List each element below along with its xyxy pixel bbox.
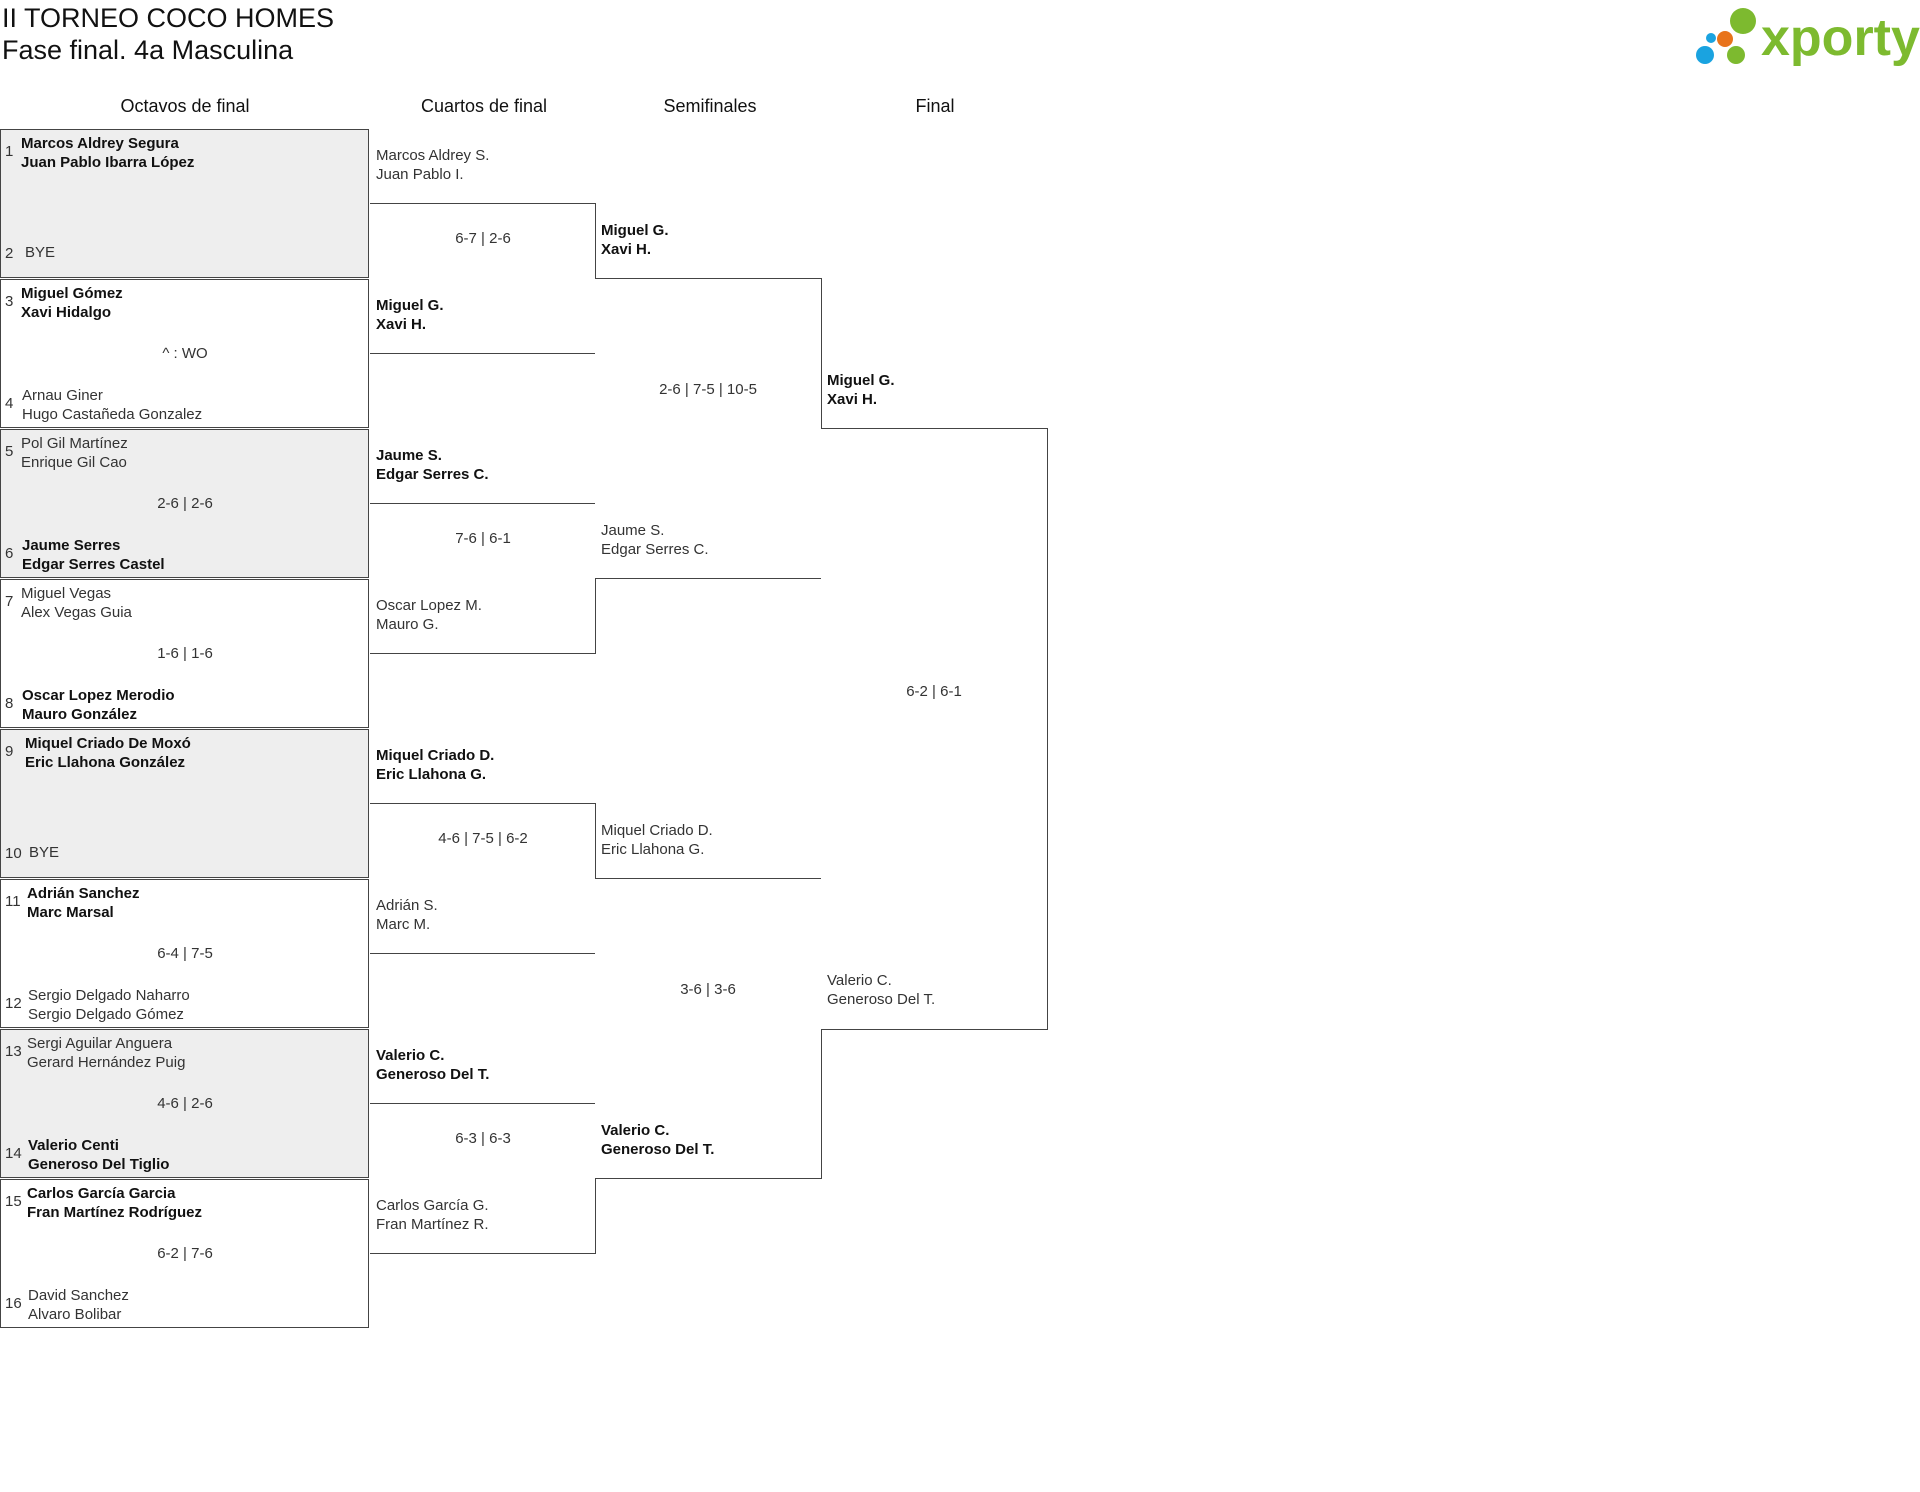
- match-score: 4-6 | 2-6: [157, 1095, 213, 1112]
- round-header-final: Final: [915, 96, 955, 116]
- cuartos-match-box: [370, 503, 596, 654]
- seed-number: 13: [5, 1043, 22, 1060]
- round-header-octavos: Octavos de final: [120, 96, 250, 116]
- match-score: 2-6 | 2-6: [157, 495, 213, 512]
- match-score: ^ : WO: [162, 345, 208, 362]
- octavos-match-box: [0, 879, 369, 1028]
- match-score: 7-6 | 6-1: [455, 530, 511, 547]
- seed-number: 1: [5, 143, 14, 160]
- team-pair: Jaume S. Edgar Serres C.: [601, 522, 709, 558]
- tournament-title: II TORNEO COCO HOMES: [2, 3, 335, 33]
- seed-number: 10: [5, 845, 22, 862]
- team-pair: Valerio C. Generoso Del T.: [376, 1047, 490, 1083]
- team-pair: Marcos Aldrey S. Juan Pablo I.: [376, 147, 490, 183]
- semis-match-box: [595, 278, 822, 579]
- cuartos-match-box: [370, 803, 596, 954]
- team-pair: Valerio C. Generoso Del T.: [601, 1122, 715, 1158]
- final-match-box: [821, 428, 1048, 1030]
- seed-number: 3: [5, 293, 14, 310]
- seed-number: 5: [5, 443, 14, 460]
- tournament-subtitle: Fase final. 4a Masculina: [2, 35, 294, 65]
- team-pair: Adrián Sanchez Marc Marsal: [27, 885, 140, 921]
- team-pair: Miguel G. Xavi H.: [376, 297, 444, 333]
- seed-number: 16: [5, 1295, 22, 1312]
- cuartos-match-box: [370, 203, 596, 354]
- seed-number: 11: [5, 893, 21, 910]
- svg-text:xporty: xporty: [1761, 9, 1920, 67]
- semis-match-box: [595, 878, 822, 1179]
- team-pair: Carlos García Garcia Fran Martínez Rodrí…: [27, 1185, 203, 1221]
- team-pair: Oscar Lopez M. Mauro G.: [376, 597, 482, 633]
- team-pair: Miguel Gómez Xavi Hidalgo: [21, 285, 123, 321]
- match-score: 6-4 | 7-5: [157, 945, 213, 962]
- team-pair: Jaume S. Edgar Serres C.: [376, 447, 489, 483]
- octavos-match-box: [0, 279, 369, 428]
- round-header-cuartos: Cuartos de final: [420, 96, 548, 116]
- seed-number: 6: [5, 545, 14, 562]
- seed-number: 8: [5, 695, 14, 712]
- match-score: 6-3 | 6-3: [455, 1130, 511, 1147]
- match-score: 1-6 | 1-6: [157, 645, 213, 662]
- match-score: 2-6 | 7-5 | 10-5: [659, 381, 757, 398]
- cuartos-match-box: [370, 1103, 596, 1254]
- octavos-match-box: [0, 579, 369, 728]
- octavos-match-box: [0, 1029, 369, 1178]
- seed-number: 2: [5, 245, 14, 262]
- match-score: 3-6 | 3-6: [680, 981, 736, 998]
- team-pair: Carlos García G. Fran Martínez R.: [376, 1197, 489, 1233]
- team-pair: Miguel Vegas Alex Vegas Guia: [21, 585, 132, 621]
- team-pair: Adrián S. Marc M.: [376, 897, 438, 933]
- octavos-match-box: [0, 429, 369, 578]
- seed-number: 9: [5, 743, 14, 760]
- team-pair: Sergi Aguilar Anguera Gerard Hernández P…: [27, 1035, 186, 1071]
- team-pair: Valerio C. Generoso Del T.: [827, 972, 936, 1008]
- bye-label: BYE: [25, 244, 56, 261]
- team-pair: Sergio Delgado Naharro Sergio Delgado Gó…: [28, 987, 190, 1023]
- octavos-match-box: [0, 729, 369, 878]
- seed-number: 7: [5, 593, 14, 610]
- bye-label: BYE: [29, 844, 60, 861]
- team-pair: Miquel Criado De Moxó Eric Llahona Gonzá…: [25, 735, 191, 771]
- team-pair: Arnau Giner Hugo Castañeda Gonzalez: [22, 387, 203, 423]
- match-score: 6-2 | 6-1: [906, 683, 962, 700]
- team-pair: Miquel Criado D. Eric Llahona G.: [376, 747, 495, 783]
- team-pair: Jaume Serres Edgar Serres Castel: [22, 537, 165, 573]
- team-pair: David Sanchez Alvaro Bolibar: [28, 1287, 129, 1323]
- match-score: 6-2 | 7-6: [157, 1245, 213, 1262]
- team-pair: Pol Gil Martínez Enrique Gil Cao: [21, 435, 128, 471]
- team-pair: Valerio Centi Generoso Del Tiglio: [28, 1137, 170, 1173]
- team-pair: Oscar Lopez Merodio Mauro González: [22, 687, 175, 723]
- team-pair: Miguel G. Xavi H.: [827, 372, 895, 408]
- octavos-match-box: [0, 1179, 369, 1328]
- seed-number: 12: [5, 995, 22, 1012]
- round-header-semifinales: Semifinales: [663, 96, 757, 116]
- seed-number: 14: [5, 1145, 22, 1162]
- team-pair: Miguel G. Xavi H.: [601, 222, 669, 258]
- match-score: 4-6 | 7-5 | 6-2: [438, 830, 528, 847]
- octavos-match-box: [0, 129, 369, 278]
- team-pair: Miquel Criado D. Eric Llahona G.: [601, 822, 713, 858]
- team-pair: Marcos Aldrey Segura Juan Pablo Ibarra L…: [21, 135, 195, 171]
- seed-number: 4: [5, 395, 14, 412]
- seed-number: 15: [5, 1193, 22, 1210]
- match-score: 6-7 | 2-6: [455, 230, 511, 247]
- xporty-logo: xporty: [1696, 8, 1920, 67]
